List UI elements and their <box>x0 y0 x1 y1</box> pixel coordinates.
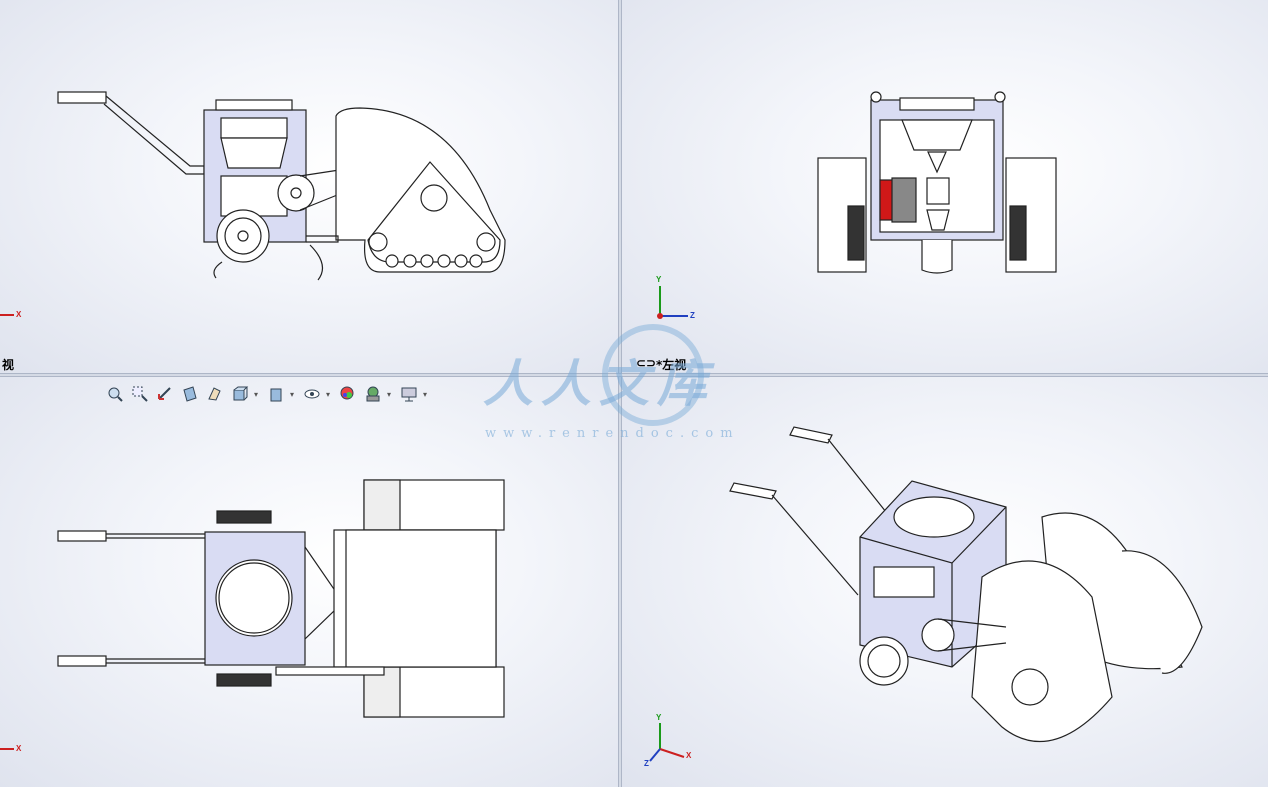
triad-y-label: Y <box>656 275 662 284</box>
viewport-front[interactable]: X 视 <box>0 0 618 373</box>
viewport-top[interactable]: X <box>0 377 618 787</box>
isometric-view-model <box>649 426 1203 762</box>
triad-x-label: X <box>686 751 692 760</box>
viewport-splitter-horizontal[interactable] <box>0 373 1268 377</box>
section-view-icon[interactable] <box>179 383 201 405</box>
triad-z-label: Z <box>644 759 649 768</box>
dynamic-annotation-icon[interactable] <box>204 383 226 405</box>
zoom-to-fit-icon[interactable] <box>104 383 126 405</box>
triad-x-label: X <box>16 744 22 753</box>
viewport-splitter-vertical[interactable] <box>618 0 622 787</box>
triad-x-label: X <box>16 310 22 319</box>
display-style-icon[interactable] <box>265 383 287 405</box>
apply-scene-icon[interactable] <box>362 383 384 405</box>
heads-up-view-toolbar: ▾ ▾ ▾ ▾ ▾ <box>104 382 431 406</box>
triad-z-label: Z <box>690 311 695 320</box>
zoom-to-area-icon[interactable] <box>129 383 151 405</box>
chevron-down-icon[interactable]: ▾ <box>326 389 331 399</box>
chevron-down-icon[interactable]: ▾ <box>387 389 392 399</box>
previous-view-icon[interactable] <box>154 383 176 405</box>
left-view-model <box>657 91 1057 319</box>
triad-y-label: Y <box>656 713 662 722</box>
viewport-label-left: *左视 <box>656 358 687 372</box>
chevron-down-icon[interactable]: ▾ <box>290 389 295 399</box>
chevron-down-icon[interactable]: ▾ <box>423 389 428 399</box>
chevron-down-icon[interactable]: ▾ <box>254 389 259 399</box>
view-settings-icon[interactable] <box>398 383 420 405</box>
viewport-label-front: 视 <box>2 358 15 372</box>
view-orientation-icon[interactable] <box>229 383 251 405</box>
hide-show-items-icon[interactable] <box>301 383 323 405</box>
viewport-left[interactable]: Y Z ⊂⊃ *左视 <box>622 0 1268 373</box>
link-views-icon[interactable]: ⊂⊃ <box>636 356 657 370</box>
front-view-model <box>0 91 506 316</box>
viewport-isometric[interactable]: Y X Z <box>622 377 1268 787</box>
top-view-model <box>0 479 505 750</box>
edit-appearance-icon[interactable] <box>337 383 359 405</box>
